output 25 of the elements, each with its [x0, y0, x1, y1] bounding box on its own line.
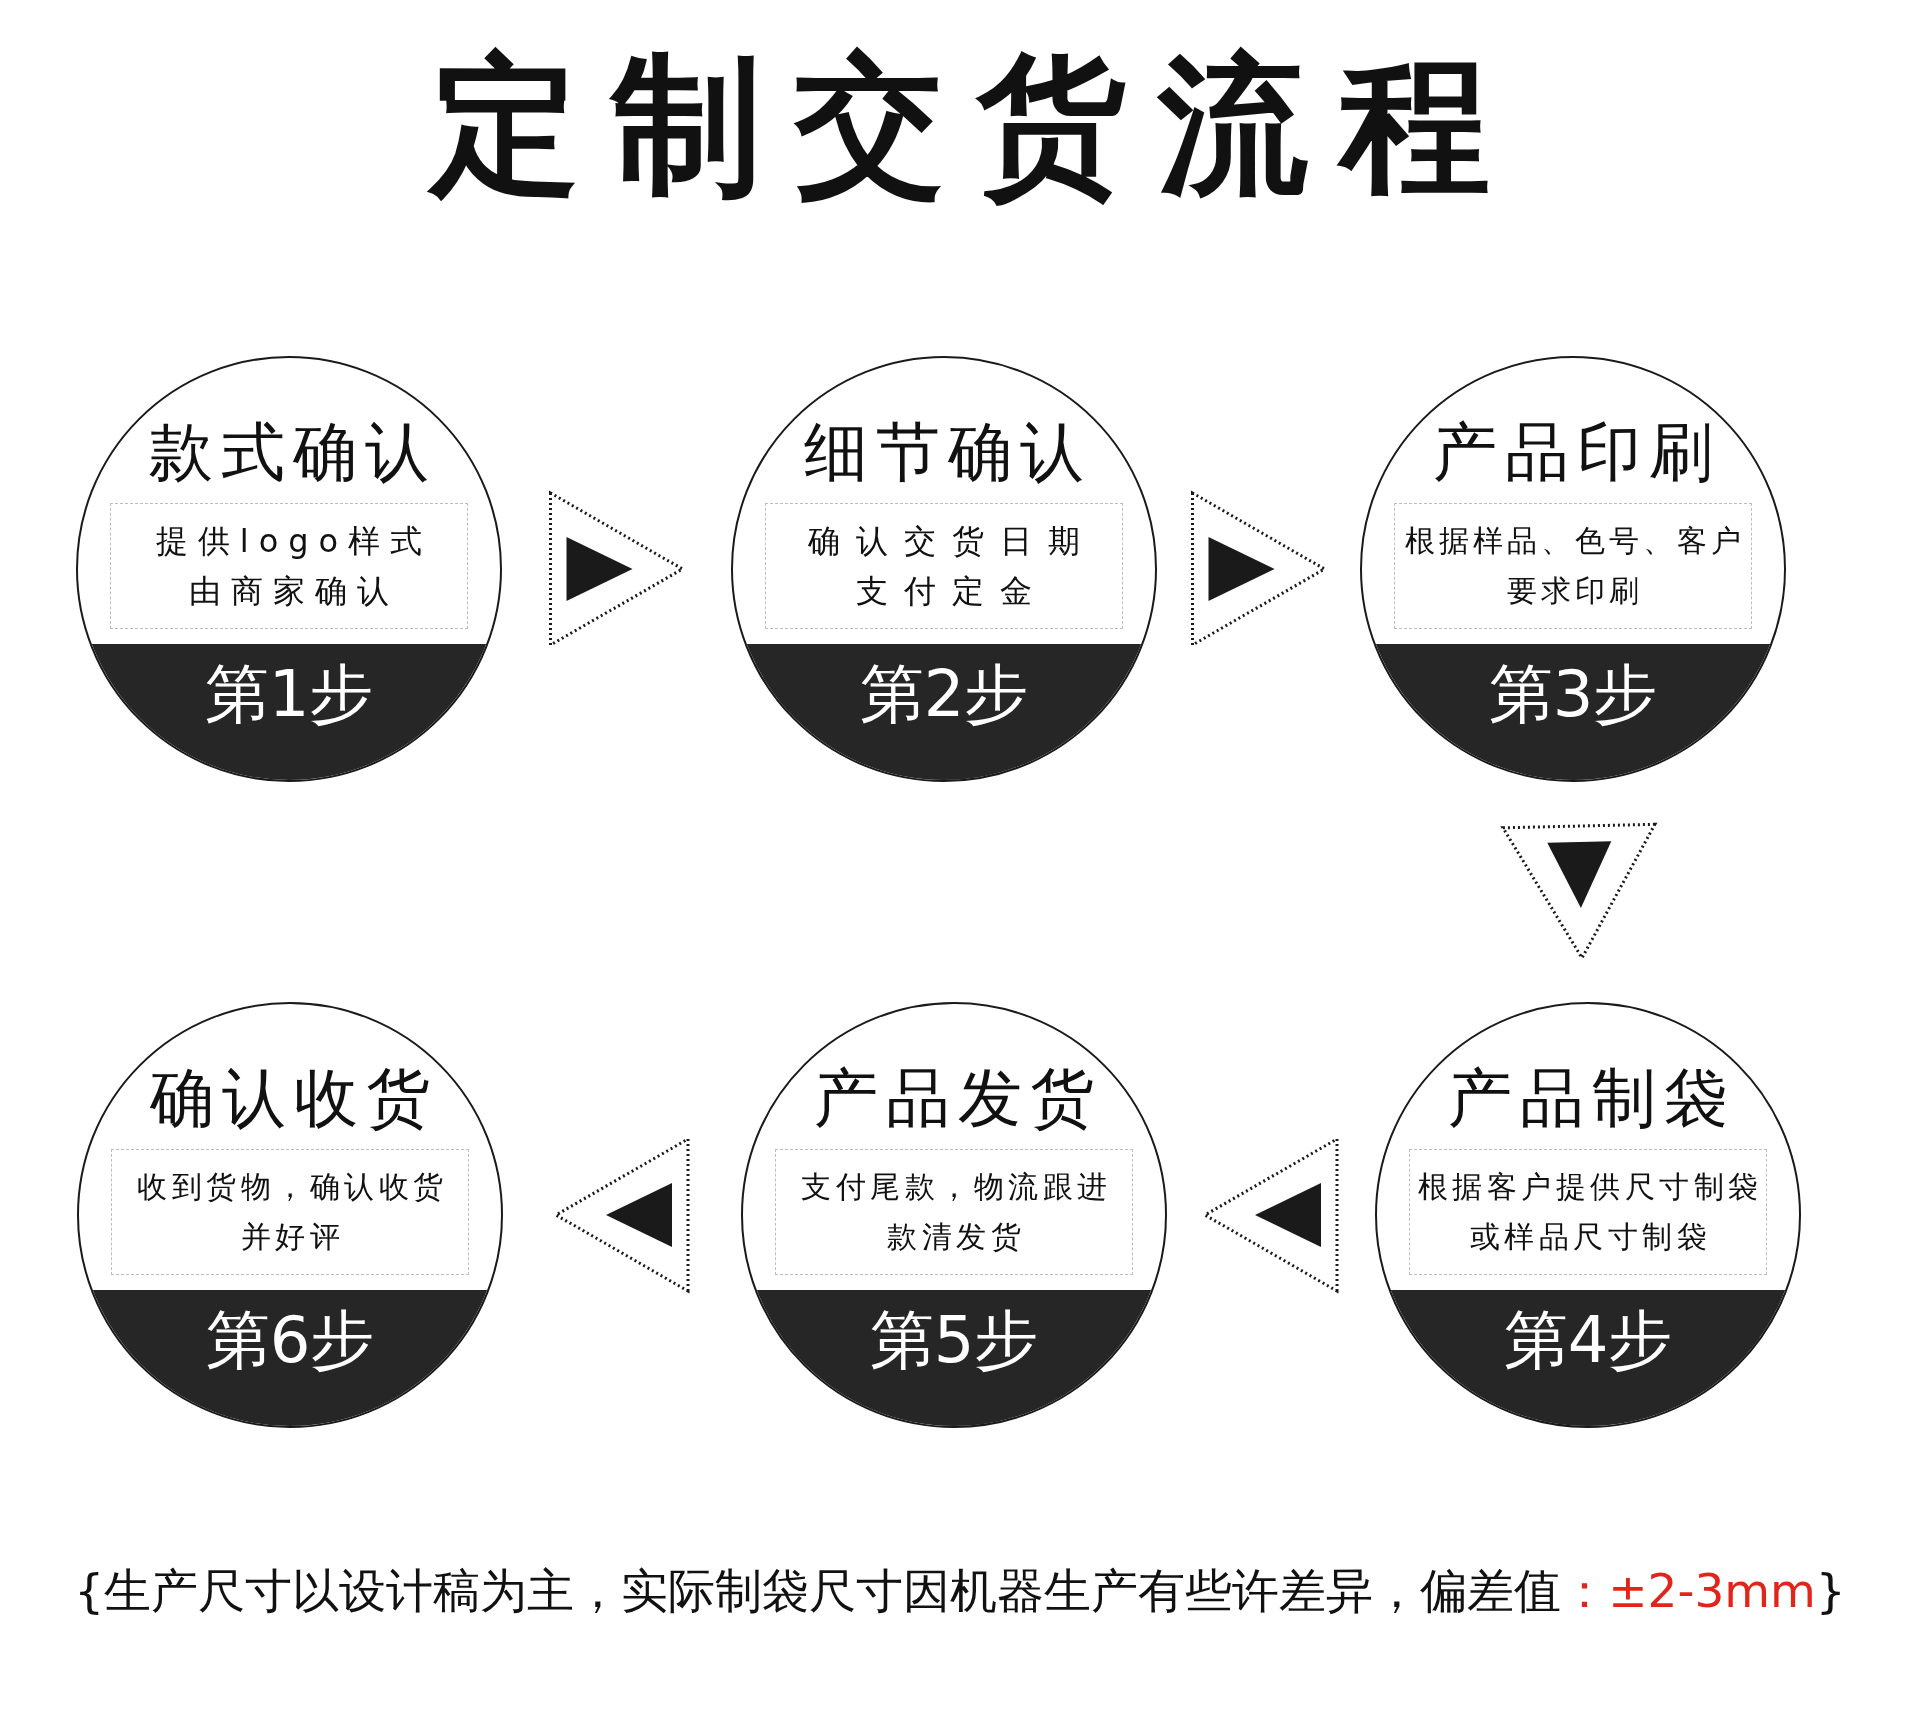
step-description: 收到货物，确认收货并好评	[136, 1168, 449, 1256]
step-number: 第5步	[869, 1302, 1039, 1379]
arrow	[1202, 1136, 1339, 1294]
arrow	[549, 490, 686, 648]
step-number: 第3步	[1488, 656, 1658, 733]
step-description: 确认交货日期支付定金	[807, 521, 1097, 612]
step-title: 产品印刷	[1432, 414, 1721, 490]
arrow	[1500, 822, 1658, 961]
diagram-title: 定制交货流程	[398, 30, 1522, 220]
step-number: 第1步	[204, 656, 374, 733]
step-description: 根据客户提供尺寸制袋或样品尺寸制袋	[1416, 1168, 1764, 1256]
step-number: 第2步	[859, 656, 1029, 733]
step-description: 支付尾款，物流跟进款清发货	[800, 1168, 1113, 1256]
arrow	[553, 1136, 690, 1294]
step-title: 细节确认	[803, 414, 1092, 490]
step-title: 款式确认	[148, 414, 437, 490]
step-number: 第6步	[205, 1302, 375, 1379]
arrow	[1191, 490, 1328, 648]
step-title: 产品制袋	[1447, 1060, 1736, 1136]
step-number: 第4步	[1503, 1302, 1673, 1379]
step-title: 确认收货	[149, 1060, 438, 1136]
step-description: 提供logo样式由商家确认	[154, 521, 434, 612]
step-title: 产品发货	[813, 1060, 1102, 1136]
step-description: 根据样品、色号、客户要求印刷	[1404, 522, 1746, 610]
footnote: {生产尺寸以设计稿为主，实际制袋尺寸因机器生产有些许差异，偏差值：±2-3mm}	[74, 1562, 1846, 1620]
